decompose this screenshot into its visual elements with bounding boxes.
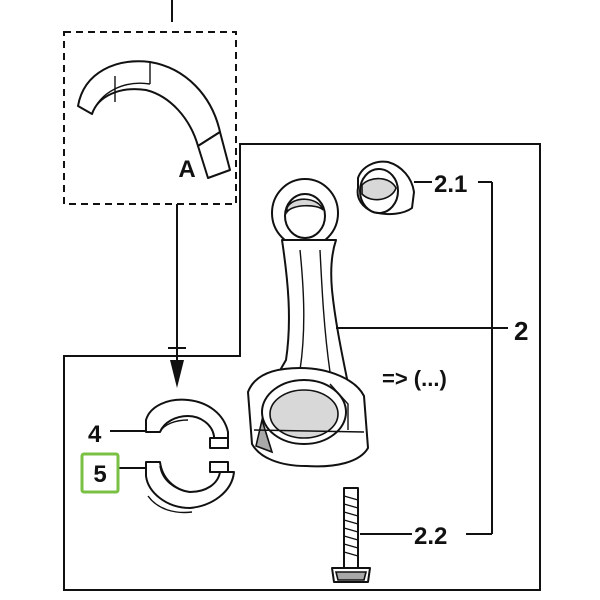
part-2-label: 2	[514, 316, 528, 346]
detail-a-bearing-shell	[77, 60, 231, 179]
part-2-1-bushing	[356, 160, 415, 216]
part-2-2-bolt	[331, 487, 371, 583]
part-4-label: 4	[88, 421, 102, 448]
part-5-label[interactable]: 5	[93, 461, 106, 488]
part-5-highlight-box[interactable]	[80, 452, 120, 494]
part-2-2-label: 2.2	[414, 523, 447, 550]
part-2-connecting-rod	[247, 178, 369, 468]
assembly-outline-box	[63, 143, 541, 591]
part-2-1-label: 2.1	[434, 171, 467, 198]
part-5-lower-bearing-shell	[145, 461, 235, 514]
detail-a-arrowhead	[170, 360, 184, 388]
reference-note: => (...)	[382, 366, 447, 391]
detail-a-dashed-box	[63, 31, 237, 205]
part-4-upper-bearing-shell	[145, 398, 229, 449]
detail-a-label: A	[178, 156, 195, 183]
